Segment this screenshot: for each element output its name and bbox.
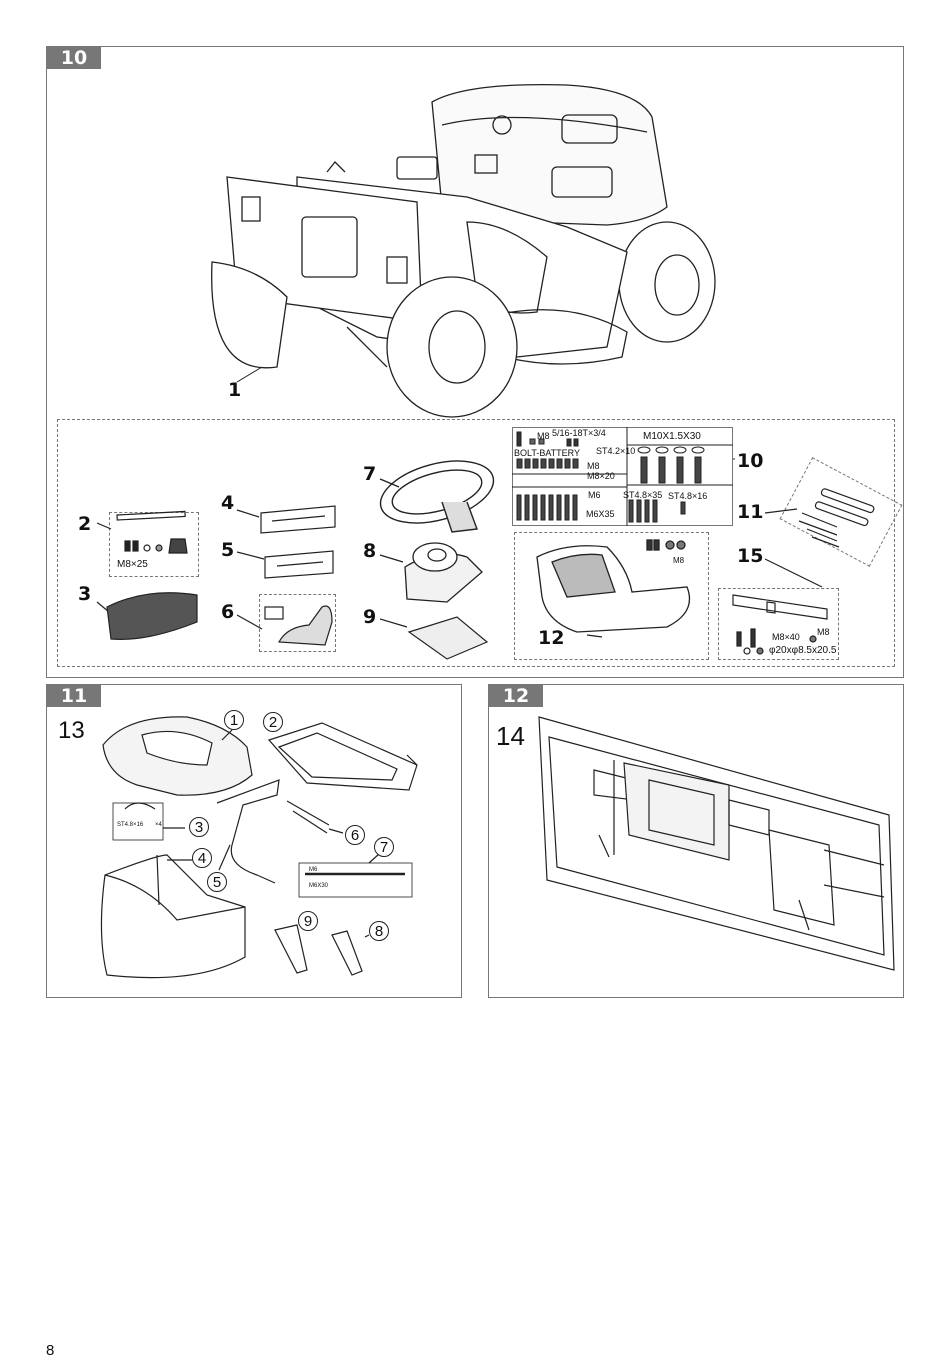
circle-9: 9 <box>298 911 318 931</box>
part-15-illustration <box>47 47 905 679</box>
hw-m8x40: M8×40 <box>772 632 800 642</box>
circle-6: 6 <box>345 825 365 845</box>
circle-7: 7 <box>374 837 394 857</box>
rear-plate-illustration <box>489 685 905 999</box>
panel-11: 11 13 <box>46 684 462 998</box>
hw-washer: φ20xφ8.5x20.5 <box>769 646 836 656</box>
circle-3: 3 <box>189 817 209 837</box>
hw-m8-c: M8 <box>817 627 830 637</box>
circle-2: 2 <box>263 712 283 732</box>
circle-8: 8 <box>369 921 389 941</box>
circle-5: 5 <box>207 872 227 892</box>
hw-x4-label: ×4 <box>155 820 162 830</box>
hw-st4-8x16-label: ST4.8×16 <box>117 820 143 830</box>
hw-m6x30-label: M6X30 <box>309 881 328 891</box>
page-number: 8 <box>46 1342 54 1359</box>
circle-4: 4 <box>192 848 212 868</box>
panel-12: 12 14 <box>488 684 904 998</box>
panel-10: 10 <box>46 46 904 678</box>
circle-1: 1 <box>224 710 244 730</box>
grass-catcher-illustration <box>47 685 463 999</box>
hw-m6-label: M6 <box>309 865 317 875</box>
